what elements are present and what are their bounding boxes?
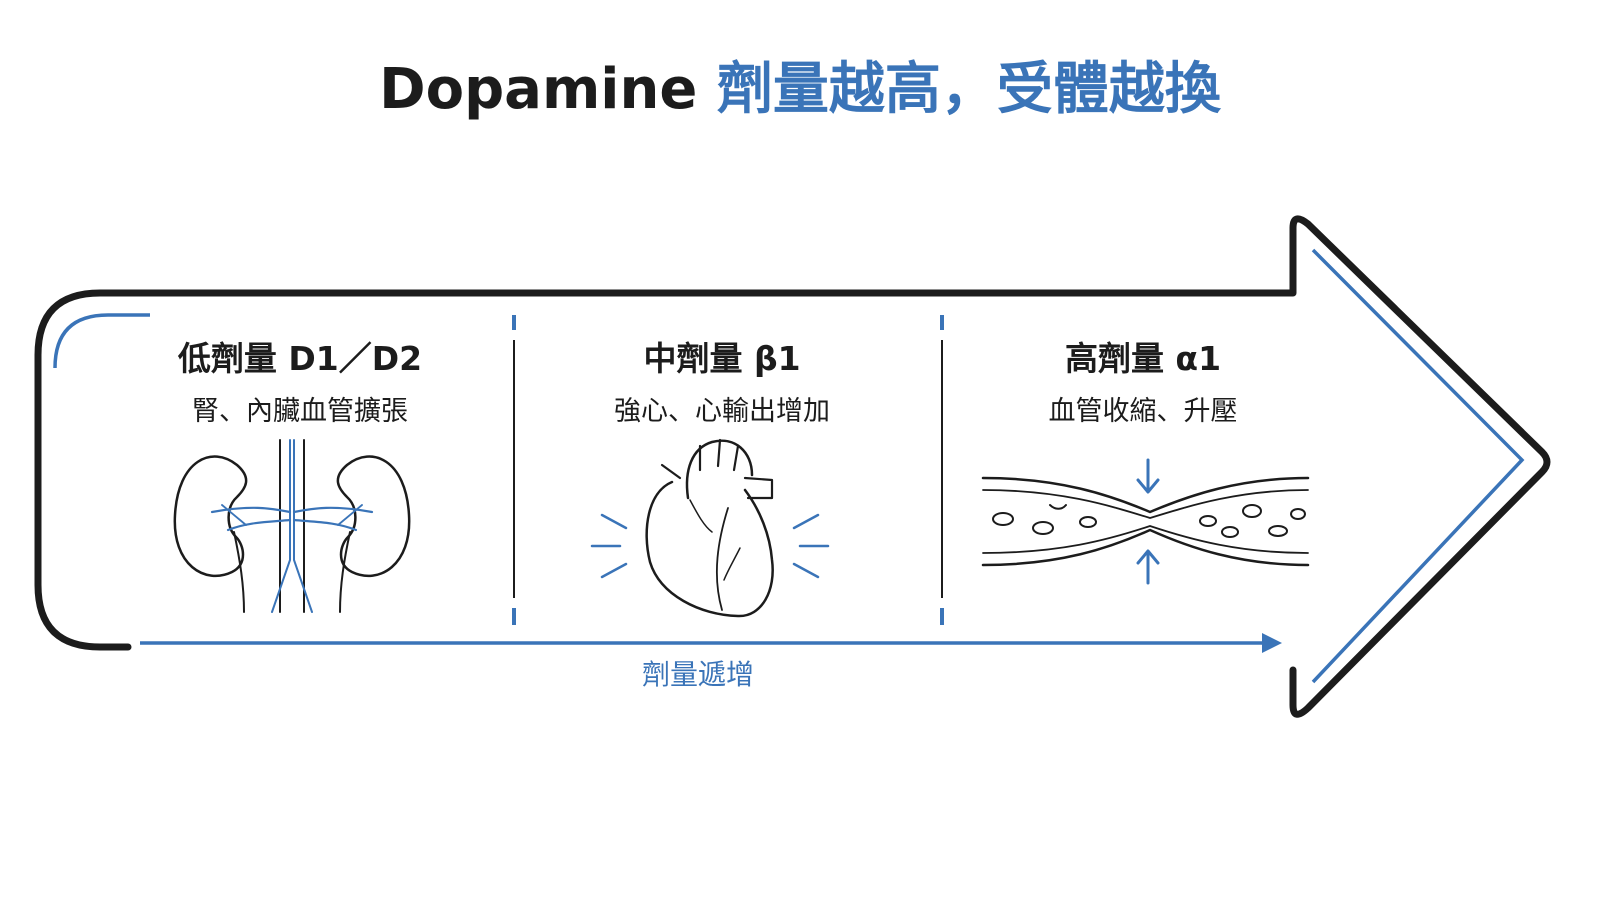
dose-arrow-outline	[34, 215, 1551, 718]
section-low-heading: 低劑量 D1／D2	[178, 339, 422, 378]
section-high-heading: 高劑量 α1	[1065, 339, 1221, 378]
constricted-vessel-icon	[981, 458, 1310, 585]
arrow-head-accent	[1311, 248, 1525, 684]
section-high-effect: 血管收縮、升壓	[1049, 396, 1238, 427]
heart-icon	[590, 438, 830, 618]
corner-accent	[53, 313, 150, 369]
section-low-effect: 腎、內臟血管擴張	[192, 396, 408, 427]
title-highlight: 劑量越高，受體越換	[717, 57, 1222, 122]
page-title: Dopamine 劑量越高，受體越換	[379, 57, 1222, 122]
dose-increase-arrow	[140, 633, 1282, 653]
section-mid-heading: 中劑量 β1	[643, 339, 800, 378]
kidneys-icon	[173, 439, 411, 613]
section-mid-effect: 強心、心輸出增加	[614, 396, 830, 427]
title-prefix: Dopamine	[379, 57, 717, 122]
dose-increase-label: 劑量遞增	[642, 658, 754, 691]
